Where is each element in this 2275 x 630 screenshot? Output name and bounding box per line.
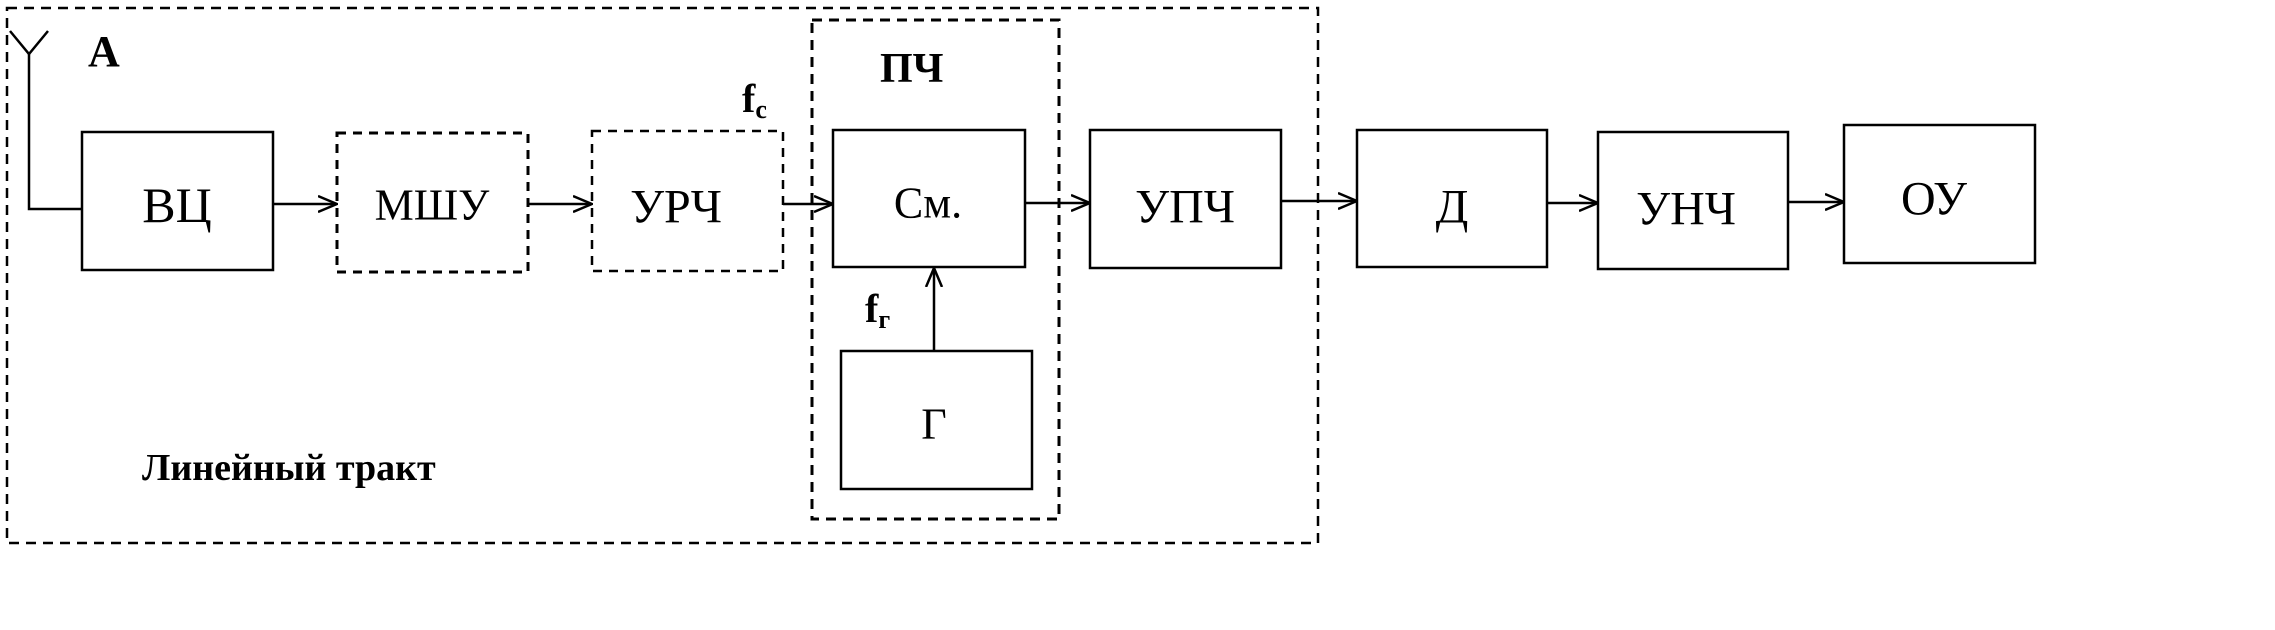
block-upch-label: УПЧ (1135, 181, 1235, 234)
block-mshu-label: МШУ (375, 181, 491, 230)
block-mshu[interactable]: МШУ (335, 131, 530, 274)
block-unch[interactable]: УНЧ (1596, 130, 1790, 271)
signal-fg-main: f (865, 286, 879, 331)
block-ou-label: ОУ (1901, 173, 1967, 226)
block-urch-label: УРЧ (630, 181, 722, 234)
antenna-icon (9, 30, 82, 211)
pch-frame (810, 18, 1061, 521)
signal-fc-label: fc (742, 76, 767, 124)
pch-group-label: ПЧ (880, 46, 944, 92)
block-d-label: Д (1436, 181, 1469, 234)
block-unch-label: УНЧ (1636, 183, 1736, 236)
block-vc-label: ВЦ (142, 177, 211, 233)
block-sm-label: См. (894, 179, 962, 228)
signal-fc-main: f (742, 76, 756, 121)
signal-fc-sub: c (755, 95, 767, 124)
linear-path-label: Линейный тракт (142, 447, 436, 489)
block-sm[interactable]: См. (831, 128, 1027, 269)
block-urch[interactable]: УРЧ (590, 129, 785, 273)
block-vc[interactable]: ВЦ (80, 130, 275, 272)
antenna-label: A (88, 27, 120, 76)
signal-fg-label: fг (865, 286, 890, 334)
block-upch[interactable]: УПЧ (1088, 128, 1283, 270)
block-g-label: Г (921, 400, 946, 449)
block-g[interactable]: Г (839, 349, 1034, 491)
block-ou[interactable]: ОУ (1842, 123, 2037, 265)
signal-fg-sub: г (878, 305, 890, 334)
block-d[interactable]: Д (1355, 128, 1549, 269)
linear-path-frame (5, 6, 1320, 545)
